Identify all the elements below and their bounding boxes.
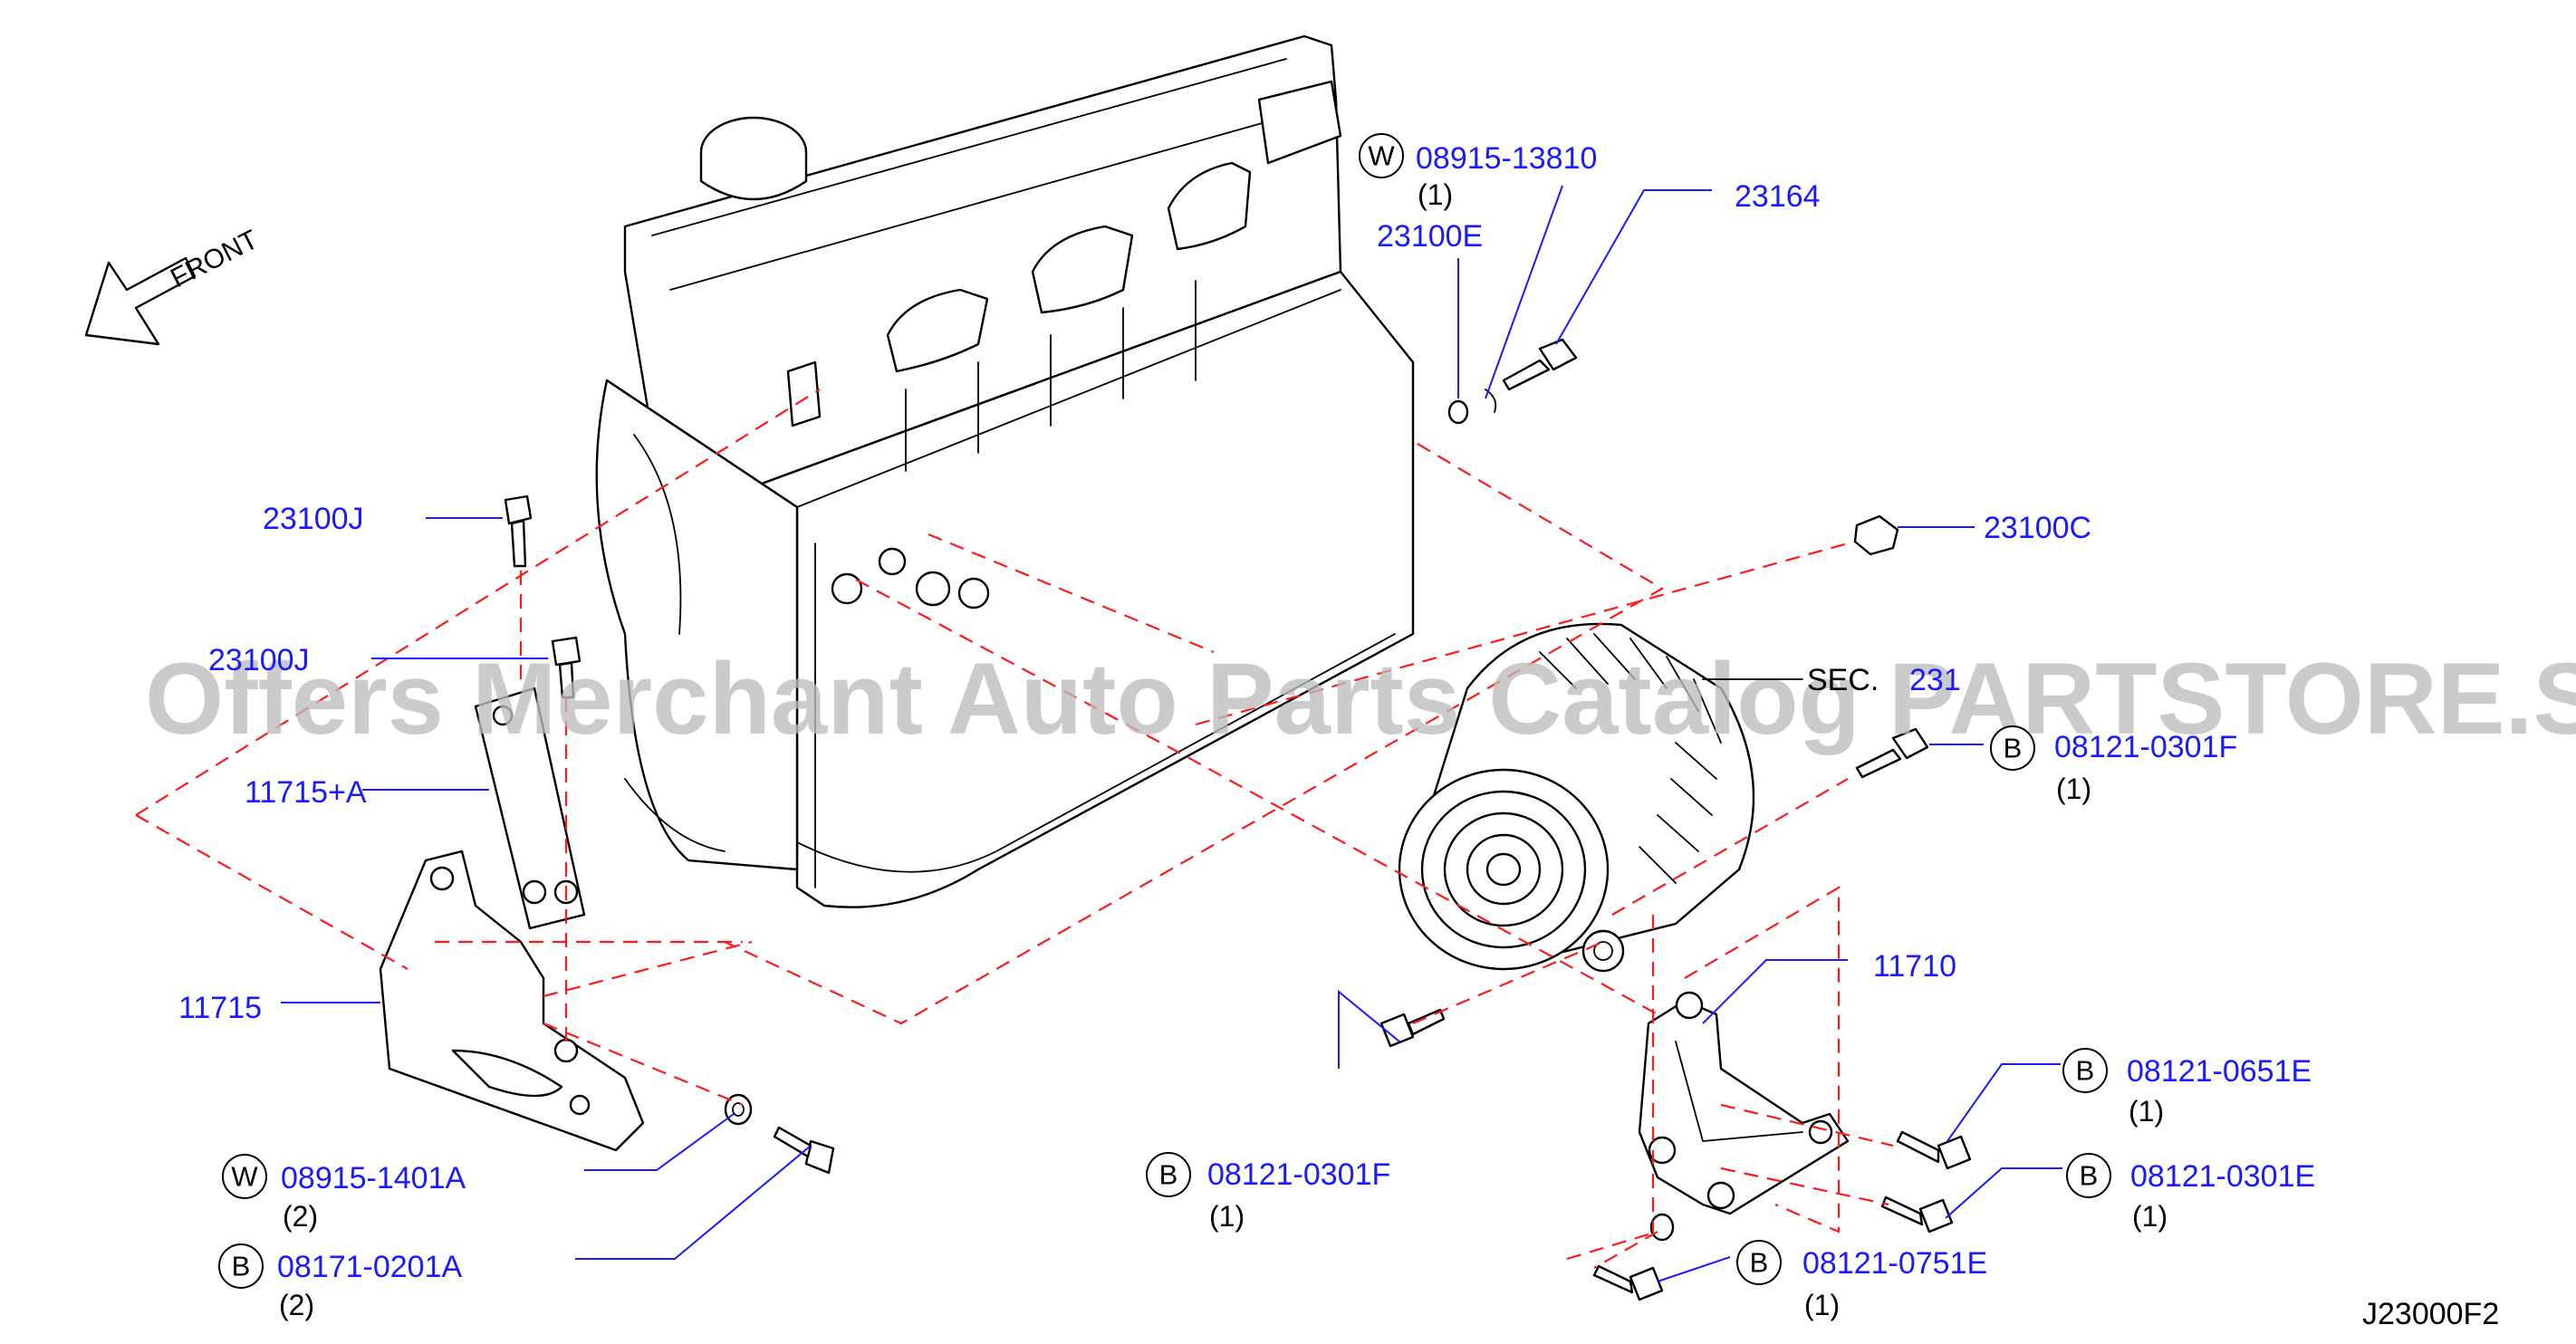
section-number[interactable]: 231 xyxy=(1909,663,1961,697)
assembly-lines xyxy=(135,389,1894,1269)
callout-11710[interactable]: 11710 xyxy=(1873,949,1956,984)
engine-block xyxy=(595,34,1415,908)
part-number[interactable]: 08121-0651E xyxy=(2127,1054,2312,1089)
part-number[interactable]: 08915-13810 xyxy=(1416,141,1597,176)
quantity: (1) xyxy=(2129,1095,2164,1128)
washer-23100e xyxy=(1447,399,1469,425)
callout-11715[interactable]: 11715 xyxy=(178,991,262,1025)
bolt-08121-0301f-right xyxy=(1855,727,1929,779)
adjusting-bar-11715a xyxy=(474,686,586,930)
quantity: (1) xyxy=(1418,178,1453,211)
washer-08915-1401a xyxy=(724,1093,753,1126)
badge-b: B xyxy=(1159,1159,1178,1191)
quantity: (2) xyxy=(279,1289,314,1321)
badge-b: B xyxy=(2076,1055,2095,1087)
callout-b-08121-0751e[interactable]: B 08121-0751E (1) xyxy=(1736,1240,1987,1321)
part-number[interactable]: 08915-1401A xyxy=(281,1161,466,1195)
callout-b-08121-0301e[interactable]: B 08121-0301E (1) xyxy=(2066,1153,2315,1233)
quantity: (1) xyxy=(1804,1289,1840,1321)
callout-b-08121-0301f-right[interactable]: B 08121-0301F (1) xyxy=(1990,725,2237,805)
callout-b-08121-0651e[interactable]: B 08121-0651E (1) xyxy=(2062,1048,2312,1128)
quantity: (1) xyxy=(2132,1200,2167,1233)
callouts: W 08915-13810 (1) 23164 23100E 23100J 23… xyxy=(178,133,2315,1321)
callout-23100j-top[interactable]: 23100J xyxy=(263,502,364,536)
part-number[interactable]: 08121-0751E xyxy=(1802,1246,1987,1281)
bolt-08121-0301e xyxy=(1880,1195,1954,1234)
part-number[interactable]: 23100C xyxy=(1984,511,2091,545)
front-arrow-icon xyxy=(84,256,197,346)
diagram-code: J23000F2 xyxy=(2362,1297,2499,1331)
part-number[interactable]: 11715+A xyxy=(245,775,367,810)
quantity: (1) xyxy=(1209,1200,1245,1233)
alternator xyxy=(1398,622,1755,973)
bolt-23100j-top xyxy=(504,494,533,568)
callout-23100e[interactable]: 23100E xyxy=(1377,219,1483,254)
quantity: (2) xyxy=(283,1200,318,1233)
badge-b: B xyxy=(2080,1160,2099,1192)
alternator-bracket-11710 xyxy=(1638,991,1850,1215)
callout-w-08915-13810[interactable]: W 08915-13810 (1) xyxy=(1359,133,1597,211)
callout-b-08171-0201a[interactable]: B 08171-0201A (2) xyxy=(218,1243,463,1321)
callout-11715-a[interactable]: 11715+A xyxy=(245,775,367,810)
hardware xyxy=(504,338,1972,1301)
part-number[interactable]: 23164 xyxy=(1735,179,1821,214)
front-label: FRONT xyxy=(166,225,263,293)
leader-lines xyxy=(281,185,2062,1282)
bolt-23100j-lower xyxy=(551,636,582,699)
nut-23100c xyxy=(1853,514,1899,556)
part-number[interactable]: 08121-0301F xyxy=(1207,1157,1390,1192)
badge-b: B xyxy=(232,1251,251,1282)
callout-23100c[interactable]: 23100C xyxy=(1984,511,2091,545)
part-number[interactable]: 08121-0301E xyxy=(2130,1159,2315,1194)
badge-b: B xyxy=(2004,733,2023,764)
callout-23164[interactable]: 23164 xyxy=(1735,179,1821,214)
quantity: (1) xyxy=(2056,773,2091,805)
section-reference[interactable]: SEC. 231 xyxy=(1702,663,1961,697)
part-number[interactable]: 08121-0301F xyxy=(2054,730,2237,764)
part-number[interactable]: 23100J xyxy=(263,502,364,536)
bolt-23164 xyxy=(1502,338,1578,391)
bolt-08121-0301f-left xyxy=(1379,1008,1446,1048)
badge-w: W xyxy=(231,1161,258,1193)
part-number[interactable]: 11710 xyxy=(1873,949,1956,984)
callout-w-08915-1401a[interactable]: W 08915-1401A (2) xyxy=(222,1154,466,1233)
bolt-08121-0651e xyxy=(1896,1130,1972,1170)
section-prefix: SEC. xyxy=(1807,663,1879,697)
callout-23100j-lower[interactable]: 23100J xyxy=(208,643,310,677)
front-arrow: FRONT xyxy=(84,225,263,346)
bolt-08121-0751e xyxy=(1592,1264,1664,1301)
watermark: Offers Merchant Auto Parts Catalog PARTS… xyxy=(145,642,2576,755)
part-number[interactable]: 08171-0201A xyxy=(277,1250,463,1284)
part-number[interactable]: 23100J xyxy=(208,643,310,677)
badge-b: B xyxy=(1750,1247,1769,1279)
bolt-08171-0201a xyxy=(773,1126,835,1175)
callout-b-08121-0301f-left[interactable]: B 08121-0301F (1) xyxy=(1146,1152,1390,1233)
part-number[interactable]: 23100E xyxy=(1377,219,1483,254)
bracket-11715 xyxy=(379,850,645,1152)
badge-w: W xyxy=(1368,140,1395,172)
part-number[interactable]: 11715 xyxy=(178,991,262,1025)
